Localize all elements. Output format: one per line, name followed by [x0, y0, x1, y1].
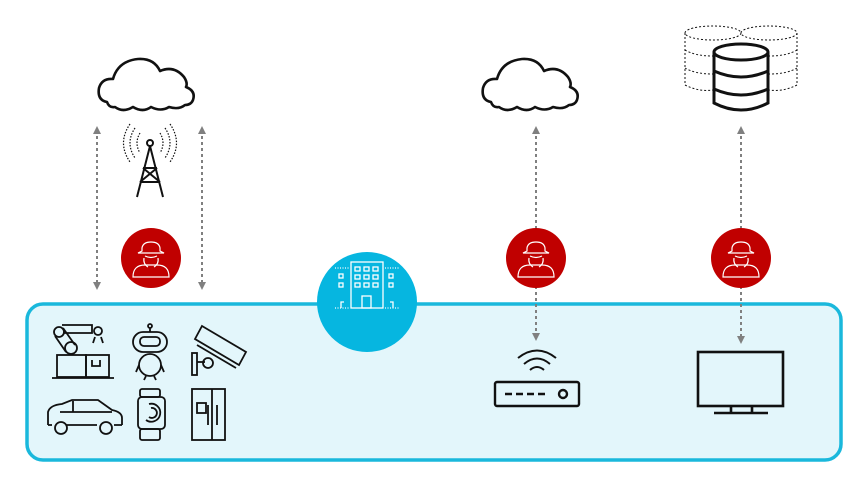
attacker-hacker-icon [506, 228, 566, 288]
security-camera-icon [191, 324, 248, 376]
database-cluster-icon [684, 25, 798, 112]
attacker-hacker-icon [121, 228, 181, 288]
smartwatch-icon [137, 388, 166, 441]
cloud-icon [481, 57, 579, 112]
robotic-arm-icon [52, 324, 114, 379]
cell-tower-icon [122, 123, 178, 198]
wifi-router-icon [493, 349, 581, 408]
monitor-icon [696, 350, 785, 415]
refrigerator-icon [191, 388, 226, 441]
devices-group [47, 323, 248, 441]
robot-icon [132, 323, 168, 381]
attacker-hacker-icon [711, 228, 771, 288]
office-building-icon [317, 252, 417, 352]
cloud-icon [97, 57, 195, 112]
car-icon [47, 399, 123, 435]
